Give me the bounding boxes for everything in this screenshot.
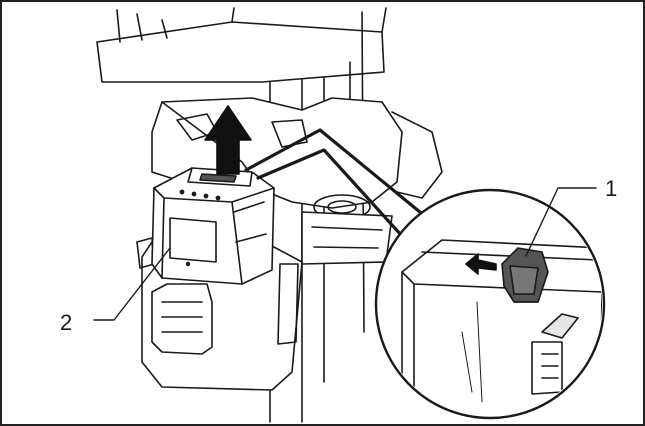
detail-magnifier bbox=[374, 188, 606, 420]
zoom-connector bbox=[244, 128, 434, 249]
callout-number-1: 1 bbox=[605, 176, 618, 201]
battery-pack bbox=[151, 167, 275, 285]
callout-number-2: 2 bbox=[60, 310, 73, 335]
callout-leaders bbox=[93, 187, 597, 321]
lift-arrow bbox=[204, 105, 252, 175]
